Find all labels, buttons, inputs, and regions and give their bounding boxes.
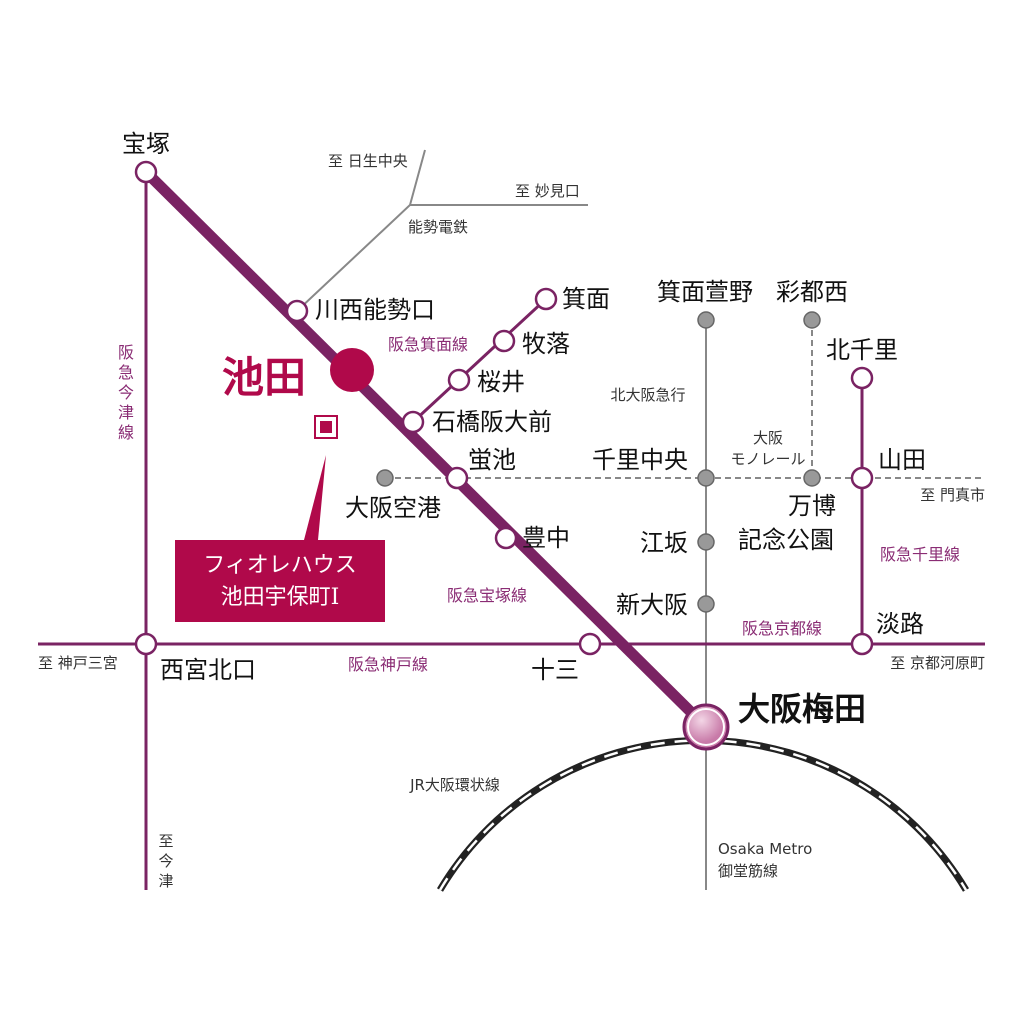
dir-myoken: 至 妙見口: [515, 182, 580, 200]
station-banpaku-line2: 記念公園: [738, 526, 834, 554]
station-ishibashi: 石橋阪大前: [432, 408, 552, 436]
property-name-line2: 池田宇保町Ⅰ: [221, 585, 340, 610]
dir-kadoma: 至 門真市: [920, 486, 985, 504]
dir-nissei: 至 日生中央: [328, 152, 408, 170]
station-banpaku-line1: 万博: [788, 492, 836, 520]
label-kyoto-line: 阪急京都線: [742, 619, 822, 638]
station-minoo: 箕面: [562, 285, 610, 313]
label-monorail-2: モノレール: [730, 450, 805, 468]
umeda-node: [682, 703, 730, 751]
svg-text:今: 今: [118, 383, 134, 402]
station-umeda: 大阪梅田: [738, 690, 866, 728]
nose-line: [296, 149, 426, 312]
station-kawanishi: 川西能勢口: [315, 296, 435, 324]
station-shinosaka: 新大阪: [616, 591, 688, 619]
label-takarazuka-line: 阪急宝塚線: [447, 586, 527, 605]
label-jr-loop: JR大阪環状線: [409, 776, 500, 794]
station-kitasenri: 北千里: [826, 336, 898, 364]
dir-kobesannomiya: 至 神戸三宮: [38, 654, 118, 672]
dir-kawaramachi: 至 京都河原町: [890, 654, 985, 672]
station-nishinomiya: 西宮北口: [160, 656, 256, 684]
label-minoo-line: 阪急箕面線: [388, 335, 468, 354]
label-kitakyu: 北大阪急行: [610, 386, 685, 404]
property-marker-icon: [304, 415, 338, 540]
label-kobe-line: 阪急神戸線: [348, 655, 428, 674]
station-ikeda: 池田: [222, 353, 306, 402]
station-sakurai: 桜井: [477, 368, 525, 396]
label-monorail-1: 大阪: [753, 429, 783, 447]
station-senrichuo: 千里中央: [592, 446, 688, 474]
station-toyonaka: 豊中: [522, 524, 570, 552]
svg-text:線: 線: [118, 423, 134, 442]
label-senri-line: 阪急千里線: [880, 545, 960, 564]
svg-text:阪: 阪: [118, 343, 134, 362]
svg-text:津: 津: [118, 403, 134, 422]
svg-text:急: 急: [118, 363, 134, 382]
svg-text:至: 至: [158, 832, 173, 850]
dir-imazu: 至 今 津: [158, 832, 173, 890]
station-takarazuka: 宝塚: [122, 130, 170, 158]
station-juso: 十三: [531, 656, 579, 684]
station-saitonishi: 彩都西: [776, 278, 848, 306]
minoo-line: [411, 297, 548, 424]
property-callout: [175, 540, 385, 622]
station-kayano: 箕面萱野: [657, 278, 753, 306]
station-awaji: 淡路: [876, 610, 924, 638]
metro-nodes: [376, 311, 821, 613]
svg-text:津: 津: [158, 872, 173, 890]
svg-text:今: 今: [158, 852, 173, 870]
station-hotarugaike: 蛍池: [468, 446, 516, 474]
station-makiochi: 牧落: [522, 330, 570, 358]
label-metro-2: 御堂筋線: [718, 862, 778, 880]
label-metro-1: Osaka Metro: [718, 840, 812, 858]
station-esaka: 江坂: [640, 529, 688, 557]
station-yamada: 山田: [878, 446, 926, 474]
label-imazu-line: 阪 急 今 津 線: [118, 343, 134, 442]
jr-loop-line: [436, 736, 970, 892]
ikeda-node: [330, 348, 374, 392]
hankyu-nodes: [134, 160, 874, 656]
station-airport: 大阪空港: [345, 494, 441, 522]
takarazuka-line: [142, 168, 710, 731]
label-nose: 能勢電鉄: [408, 218, 468, 236]
property-name-line1: フィオレハウス: [203, 553, 357, 578]
